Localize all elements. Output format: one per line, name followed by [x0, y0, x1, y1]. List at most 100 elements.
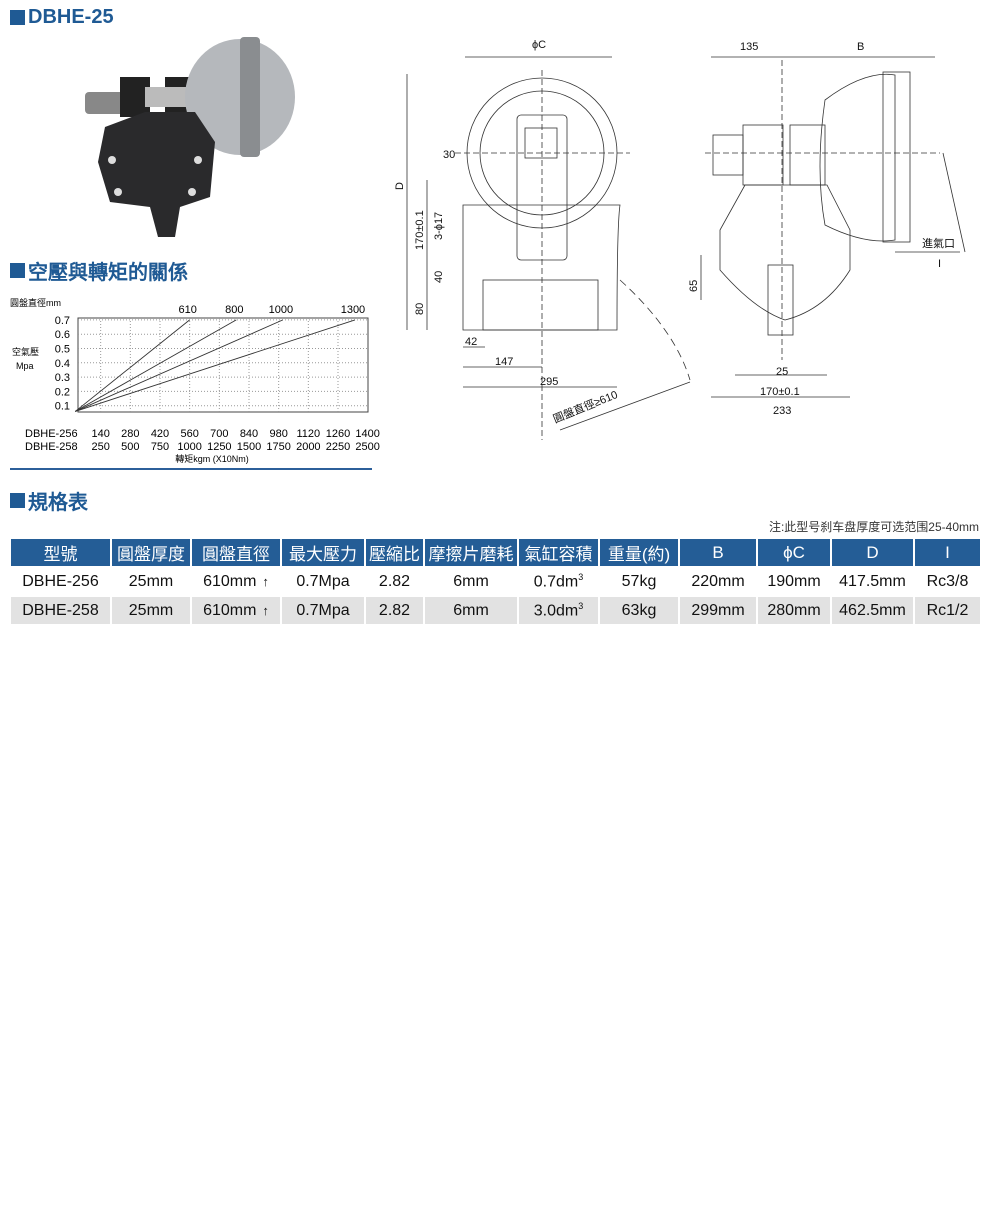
- dim-phiC: ϕC: [532, 39, 546, 51]
- x-label: 轉矩kgm (X10Nm): [175, 453, 249, 464]
- cell-diameter: 610mm ↑: [191, 595, 282, 624]
- header-model: 型號: [11, 539, 112, 567]
- x-tick-label: 1750: [266, 441, 290, 453]
- table-section-text: 規格表: [28, 492, 88, 514]
- product-photo: [85, 37, 295, 237]
- plot-frame: [77, 317, 369, 413]
- x-tick-label: 560: [180, 428, 198, 440]
- header-weight: 重量(約): [599, 539, 680, 567]
- cell-volume: 0.7dm3: [518, 566, 600, 596]
- header-wear: 摩擦片磨耗: [424, 539, 519, 567]
- dim-233: 233: [773, 405, 791, 417]
- cell-I: Rc1/2: [914, 595, 982, 624]
- cell-C: 190mm: [757, 566, 832, 596]
- x-tick-label: 1120: [296, 428, 320, 440]
- dim-I: I: [938, 258, 941, 270]
- x-tick-label: 980: [269, 428, 287, 440]
- side-view: [700, 56, 966, 398]
- x-tick-label: 1500: [237, 441, 261, 453]
- cell-thickness: 25mm: [111, 595, 192, 624]
- x-tick-label: 420: [151, 428, 169, 440]
- cell-pressure: 0.7Mpa: [281, 566, 366, 596]
- chart-section-title: 空壓與轉矩的關係: [10, 256, 188, 285]
- table-row: DBHE-258 25mm 610mm↑ 0.7Mpa 2.82 6mm 3.0…: [11, 595, 982, 624]
- series-label: 800: [225, 304, 243, 316]
- product-title-text: DBHE-25: [28, 6, 114, 28]
- y-tick-label: 0.1: [55, 401, 70, 413]
- x-row-name: DBHE-258: [25, 441, 78, 453]
- dim-42: 42: [465, 336, 477, 348]
- arrow-up-icon: ↑: [262, 573, 269, 589]
- x-tick-label: 840: [240, 428, 258, 440]
- dim-3phi17: 3-ϕ17: [433, 212, 445, 240]
- y-tick-label: 0.7: [55, 315, 70, 327]
- header-C: ϕC: [757, 539, 832, 567]
- y-label: 空氣壓: [12, 346, 39, 357]
- cell-C: 280mm: [757, 595, 832, 624]
- x-tick-label: 700: [210, 428, 228, 440]
- y-tick-label: 0.6: [55, 329, 70, 341]
- header-thickness: 圓盤厚度: [111, 539, 192, 567]
- dim-170: 170±0.1: [414, 210, 426, 250]
- cell-B: 299mm: [679, 595, 758, 624]
- table-section-title: 規格表: [10, 486, 88, 515]
- header-diameter: 圓盤直徑: [191, 539, 282, 567]
- series-line-1300: [75, 319, 356, 412]
- cell-ratio: 2.82: [365, 566, 425, 596]
- cell-pressure: 0.7Mpa: [281, 595, 366, 624]
- header-I: I: [914, 539, 982, 567]
- y-label-unit: Mpa: [16, 361, 34, 371]
- x-row-name: DBHE-256: [25, 428, 78, 440]
- dim-135: 135: [740, 41, 758, 53]
- volume-exp: 3: [578, 600, 584, 611]
- dim-147: 147: [495, 356, 513, 368]
- cell-ratio: 2.82: [365, 595, 425, 624]
- dim-80: 80: [414, 303, 426, 315]
- dim-D: D: [395, 182, 406, 190]
- y-tick-label: 0.5: [55, 344, 70, 356]
- cell-volume: 3.0dm3: [518, 595, 600, 624]
- cell-wear: 6mm: [424, 566, 519, 596]
- cell-D: 462.5mm: [831, 595, 915, 624]
- x-tick-label: 500: [121, 441, 139, 453]
- arrow-up-icon: ↑: [262, 602, 269, 618]
- cell-B: 220mm: [679, 566, 758, 596]
- inlet-label: 進氣口: [922, 236, 955, 250]
- header-D: D: [831, 539, 915, 567]
- x-tick-label: 280: [121, 428, 139, 440]
- volume-exp: 3: [578, 571, 584, 582]
- cell-thickness: 25mm: [111, 566, 192, 596]
- cell-weight: 57kg: [599, 566, 680, 596]
- dim-30: 30: [443, 149, 455, 161]
- y-tick-label: 0.4: [55, 358, 70, 370]
- dim-25: 25: [776, 366, 788, 378]
- volume-value: 0.7dm: [533, 573, 579, 591]
- x-tick-label: 1250: [207, 441, 231, 453]
- dim-disc: 圓盤直徑≥610: [551, 387, 620, 426]
- series-label: 610: [178, 304, 196, 316]
- series-label: 1300: [341, 304, 365, 316]
- dim-B: B: [857, 41, 864, 53]
- cell-wear: 6mm: [424, 595, 519, 624]
- x-tick-label: 2000: [296, 441, 320, 453]
- cell-weight: 63kg: [599, 595, 680, 624]
- front-view: [406, 56, 691, 440]
- dim-170b: 170±0.1: [760, 386, 800, 398]
- series-line-1000: [75, 319, 284, 412]
- x-tick-label: 140: [91, 428, 109, 440]
- spec-table: 型號 圓盤厚度 圓盤直徑 最大壓力 壓縮比 摩擦片磨耗 氣缸容積 重量(約) B…: [11, 539, 982, 624]
- cell-D: 417.5mm: [831, 566, 915, 596]
- header-B: B: [679, 539, 758, 567]
- x-tick-label: 1400: [355, 428, 379, 440]
- chart-section-text: 空壓與轉矩的關係: [28, 262, 188, 284]
- y-tick-label: 0.3: [55, 372, 70, 384]
- header-volume: 氣缸容積: [518, 539, 600, 567]
- volume-value: 3.0dm: [533, 602, 579, 620]
- product-title: DBHE-25: [10, 6, 114, 29]
- table-header: 型號 圓盤厚度 圓盤直徑 最大壓力 壓縮比 摩擦片磨耗 氣缸容積 重量(約) B…: [11, 539, 982, 567]
- diameter-value: 610mm: [203, 601, 257, 619]
- technical-drawing: ϕC D 30 170±0.1 3-ϕ17 40 80 42 147 295 圓…: [395, 39, 966, 440]
- chart-title: 圓盤直徑mm: [10, 297, 61, 308]
- x-tick-label: 2250: [326, 441, 350, 453]
